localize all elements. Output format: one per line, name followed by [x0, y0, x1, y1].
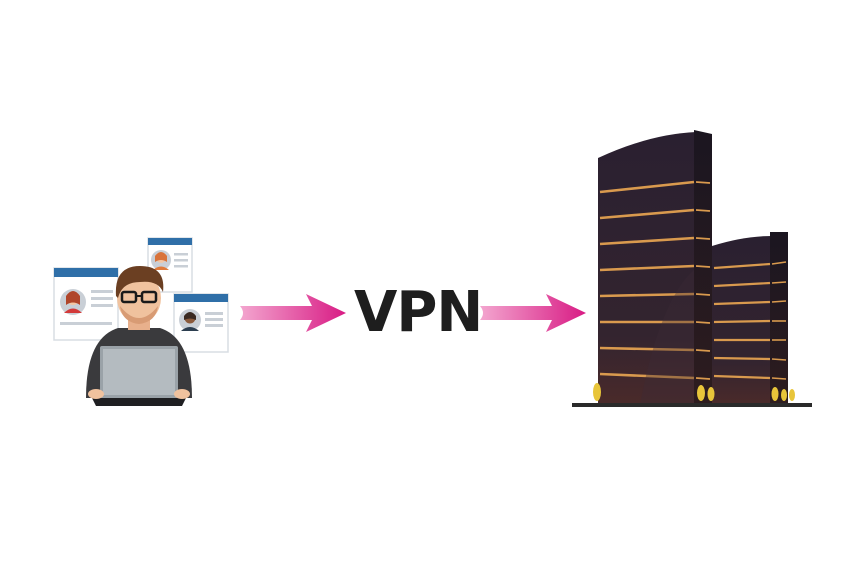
- vpn-label: VPN: [354, 280, 483, 345]
- laptop-icon: [88, 346, 190, 406]
- arrow-right-icon: [480, 294, 586, 332]
- profile-card-icon: [53, 267, 119, 341]
- arrow-right-icon: [240, 294, 346, 332]
- office-building-icon: [572, 130, 812, 407]
- profile-card-icon: [173, 293, 229, 353]
- user-at-laptop-icon: [53, 237, 229, 406]
